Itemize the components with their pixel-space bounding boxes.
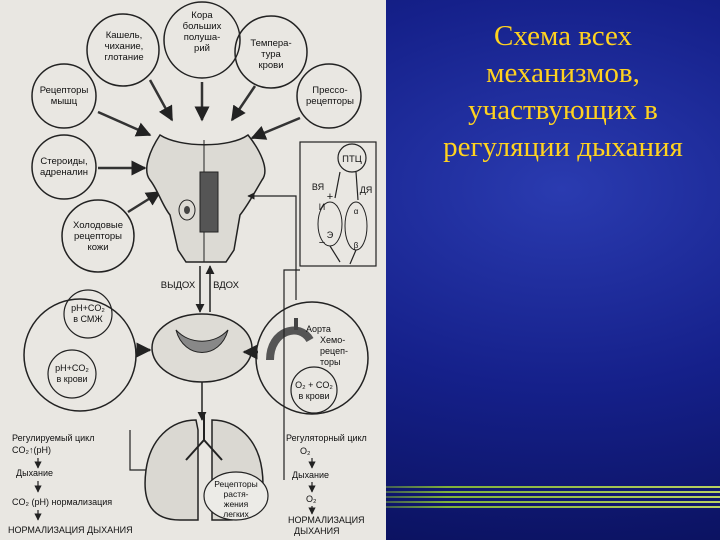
lungs-drawing: Рецепторы растя- жения легких (144, 412, 269, 521)
vdoh-label: ВДОХ (213, 280, 240, 291)
presso-line-1: Прессо- (312, 85, 347, 96)
steroidy-line-1: Стероиды, (40, 156, 87, 167)
circle-temperatura: Темпера- тура крови (234, 15, 308, 89)
kora-line-3: полуша- (184, 32, 221, 43)
breathing-regulation-diagram: Кора больших полуша- рий Кашель, чихание… (8, 1, 377, 536)
o2-label-a: O₂ (300, 446, 311, 456)
lung-to-left-line (129, 430, 146, 471)
o2-label-b: O₂ (306, 494, 317, 504)
circle-receptory-myshc: Рецепторы мышц (31, 63, 97, 129)
normalization-right-1: НОРМАЛИЗАЦИЯ (288, 515, 365, 525)
left-chemo-group: рН+CO₂ в СМЖ рН+CO₂ в крови (23, 289, 152, 412)
co2-ph-label: CO₂↑(рН) (12, 445, 51, 455)
brainstem-drawing (146, 133, 266, 263)
input-arrows (97, 79, 301, 214)
title-line-1: Схема всех (493, 20, 632, 52)
ptc-label: ПТЦ (342, 154, 362, 165)
title-line-2: механизмов, (486, 57, 640, 89)
circle-steroidy: Стероиды, адреналин (31, 134, 97, 200)
myshc-line-2: мышц (51, 96, 78, 107)
temp-line-1: Темпера- (250, 38, 291, 49)
minus-sign: − (319, 237, 325, 249)
normalization-right-2: ДЫХАНИЯ (294, 526, 340, 536)
presso-line-2: рецепторы (306, 96, 354, 107)
plus-sign: + (327, 191, 333, 203)
respiratory-center-panel: ПТЦ ВЯ ДЯ + И Э − α β (299, 141, 377, 267)
kashel-line-1: Кашель, (106, 30, 143, 41)
lung-rec-line-4: легких (223, 509, 249, 519)
kashel-line-3: глотание (104, 52, 143, 63)
holod-line-2: рецепторы (74, 231, 122, 242)
temp-line-3: крови (258, 60, 283, 71)
aorta-line-3: рецеп- (320, 346, 348, 356)
dyhanie-left: Дыхание (16, 468, 53, 478)
e-label: Э (327, 230, 334, 240)
feedback-line-right (247, 192, 297, 300)
aorta-line-2: Хемо- (320, 335, 345, 345)
aorta-line-1: Аорта (306, 324, 331, 334)
steroidy-line-2: адреналин (40, 167, 88, 178)
regulatory-cycle: Регуляторный цикл O₂ Дыхание O₂ НОРМАЛИЗ… (286, 433, 367, 536)
lung-rec-line-3: жения (224, 499, 249, 509)
regulated-cycle: Регулируемый цикл CO₂↑(рН) Дыхание CO₂ (… (8, 433, 133, 535)
title-line-3: участвующих в (468, 94, 658, 126)
kora-line-2: больших (183, 21, 222, 32)
beta-label: β (354, 241, 359, 250)
temp-line-2: тура (261, 49, 281, 60)
kora-line-1: Кора (191, 10, 213, 21)
ph-krovi-line-1: рН+CO₂ (55, 363, 89, 373)
right-chemo-group: Аорта Хемо- рецеп- торы O₂ + CO₂ в крови (242, 301, 369, 415)
title-line-4: регуляции дыхания (443, 131, 683, 163)
circle-kora: Кора больших полуша- рий (163, 1, 241, 79)
dyhanie-right: Дыхание (292, 470, 329, 480)
feedback-line-lungs (283, 269, 300, 480)
aorta-line-4: торы (320, 357, 341, 367)
circle-kashel: Кашель, чихание, глотание (86, 13, 160, 87)
alpha-label: α (354, 207, 359, 216)
co2-norm-label: CO₂ (рН) нормализация (12, 497, 112, 507)
holod-line-3: кожи (87, 242, 108, 253)
vya-label: ВЯ (312, 182, 324, 192)
circle-holodovye: Холодовые рецепторы кожи (61, 199, 135, 273)
normalization-left: НОРМАЛИЗАЦИЯ ДЫХАНИЯ (8, 525, 133, 535)
myshc-line-1: Рецепторы (40, 85, 89, 96)
kora-line-4: рий (194, 43, 210, 54)
spinal-cord-drawing (151, 313, 253, 421)
kashel-line-2: чихание, (105, 41, 144, 52)
circle-presso: Прессо- рецепторы (296, 63, 362, 129)
lung-rec-line-2: растя- (223, 489, 248, 499)
ph-smzh-line-1: рН+CO₂ (71, 303, 105, 313)
o2co2-line-1: O₂ + CO₂ (295, 380, 333, 390)
diagram-panel: Кора больших полуша- рий Кашель, чихание… (0, 0, 386, 540)
regulated-cycle-title: Регулируемый цикл (12, 433, 94, 443)
lung-rec-line-1: Рецепторы (214, 479, 258, 489)
holod-line-1: Холодовые (73, 220, 123, 231)
o2co2-line-2: в крови (298, 391, 329, 401)
slide-title: Схема всех механизмов, участвующих в рег… (418, 18, 708, 166)
ph-krovi-line-2: в крови (56, 374, 87, 384)
dya-label: ДЯ (360, 185, 373, 195)
regulatory-cycle-title: Регуляторный цикл (286, 433, 367, 443)
ph-smzh-line-2: в СМЖ (73, 314, 103, 324)
accent-stripes (330, 486, 720, 512)
vydoh-label: ВЫДОХ (161, 280, 196, 291)
